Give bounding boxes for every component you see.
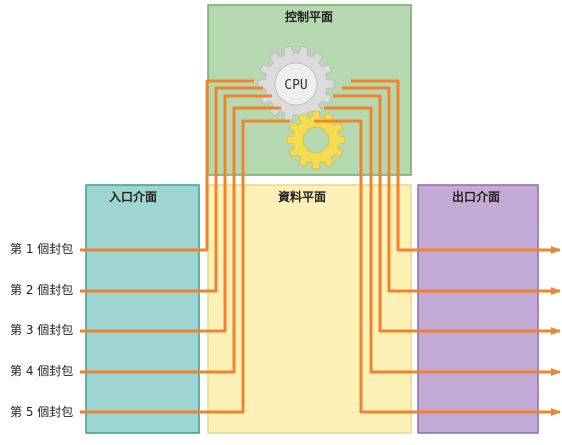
egress-interface-box (417, 184, 539, 434)
egress-interface-label: 出口介面 (452, 189, 500, 204)
packet-path-arrow (80, 94, 560, 331)
packet-path-arrow (80, 86, 560, 291)
packet-label: 第 2 個封包 (10, 283, 73, 297)
data-plane-label: 資料平面 (278, 189, 326, 204)
cpu-gear-icon (257, 45, 335, 123)
packet-path-arrow (80, 119, 560, 412)
cpu-label: CPU (284, 78, 307, 93)
packet-paths (80, 79, 560, 412)
small-gear-icon (286, 110, 346, 170)
packet-path-arrow (80, 79, 560, 250)
packet-label: 第 5 個封包 (10, 405, 73, 419)
gear-hole (274, 62, 318, 106)
packet-label: 第 4 個封包 (10, 364, 73, 378)
control-plane-label: 控制平面 (285, 9, 333, 24)
gear-hole (302, 126, 330, 154)
packet-label: 第 1 個封包 (10, 242, 73, 256)
packet-path-arrow (80, 106, 560, 372)
ingress-interface-label: 入口介面 (109, 189, 157, 204)
packet-label: 第 3 個封包 (10, 323, 73, 337)
ingress-interface-box (85, 184, 200, 434)
